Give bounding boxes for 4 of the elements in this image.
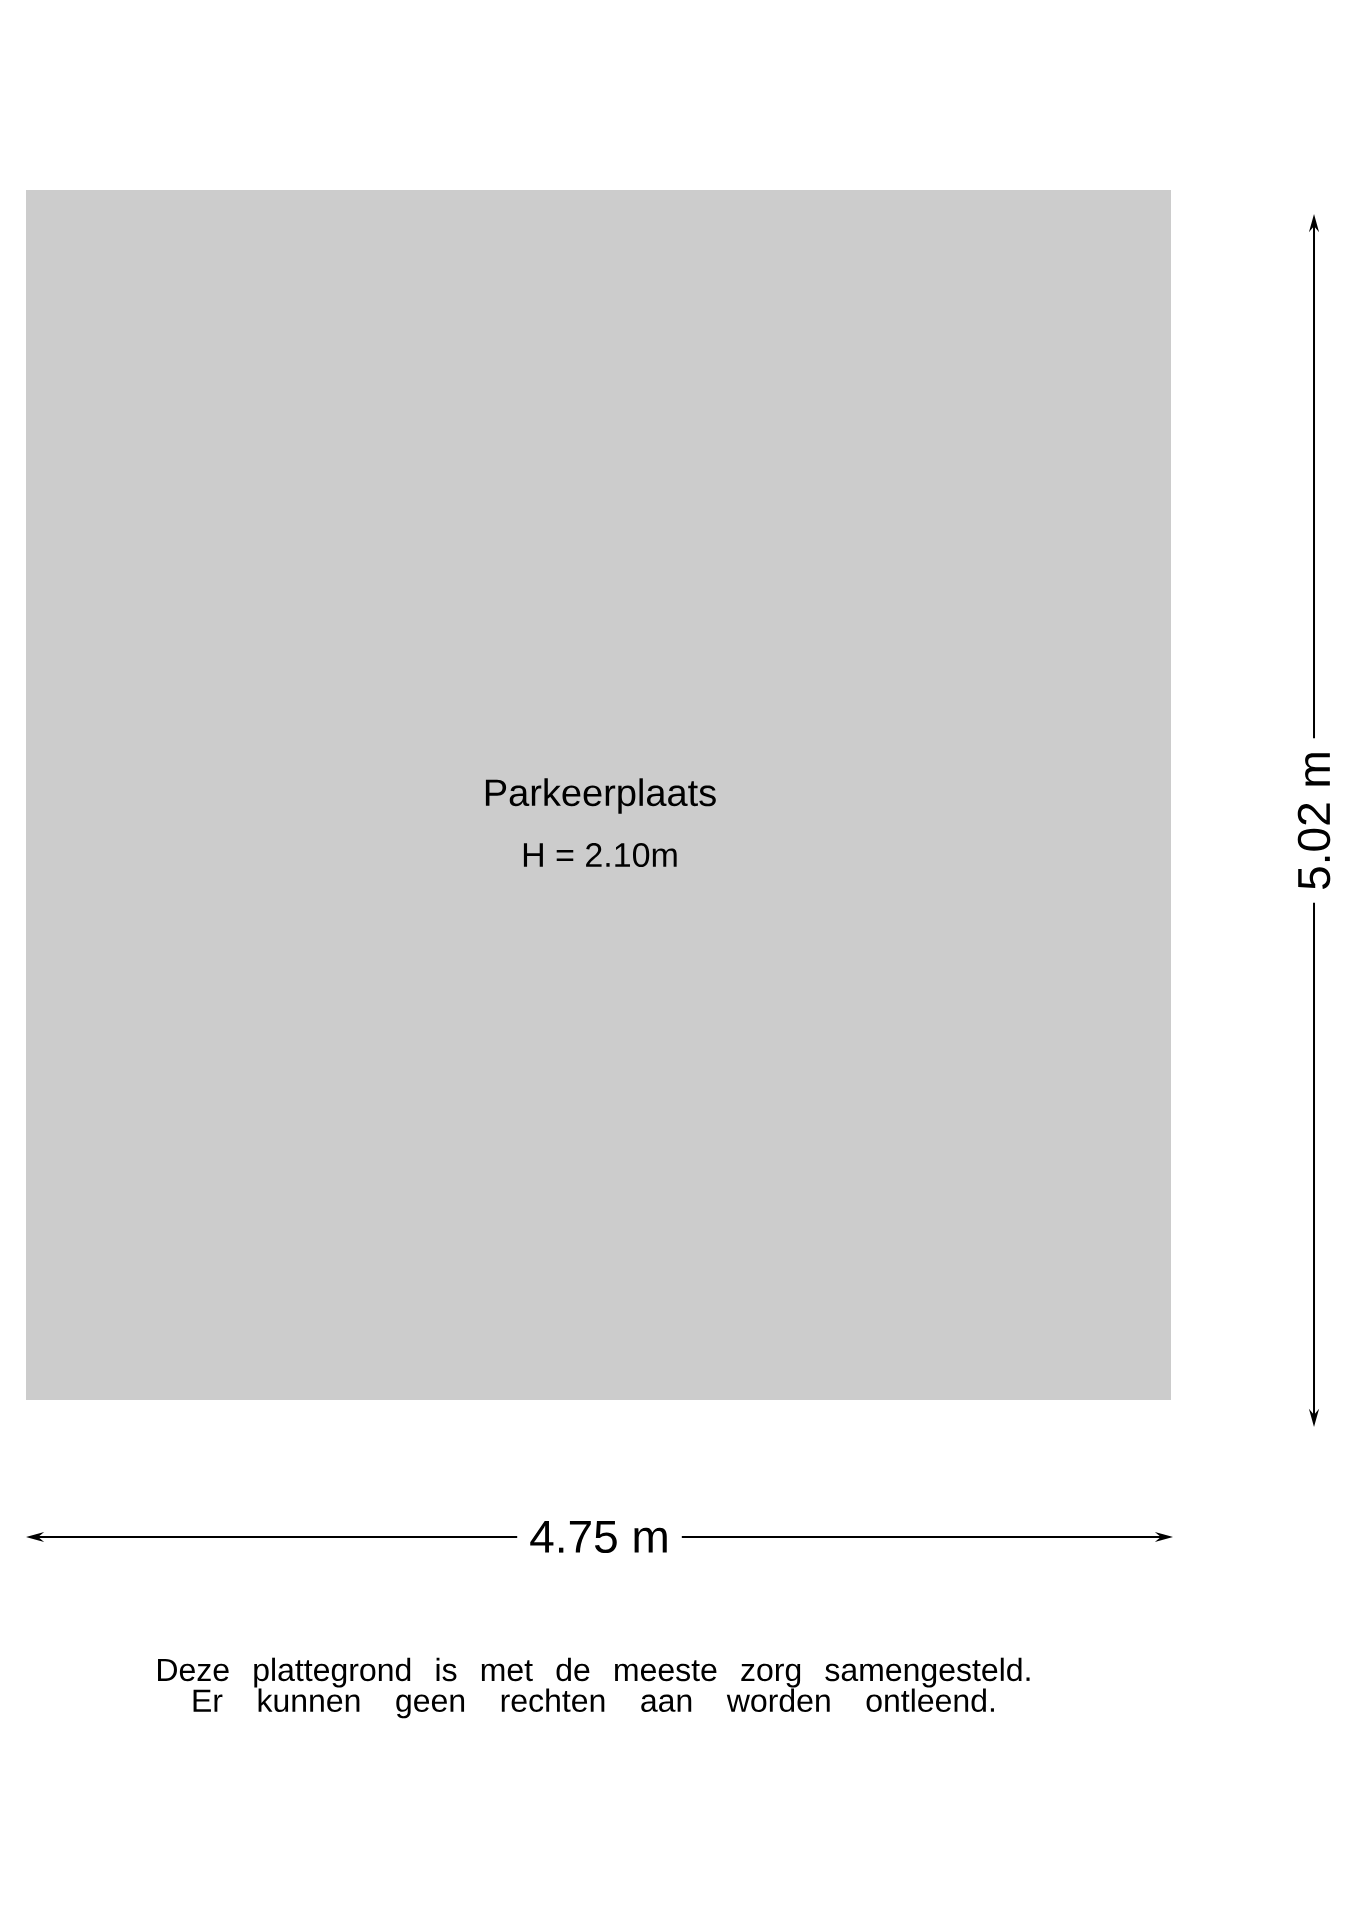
room-label: H = 2.10m [523,842,677,868]
room-label: Parkeerplaats [485,778,716,814]
disclaimer-note: Deze plattegrond is met de meeste zorg samengesteld. Er kunnen geen rechten aan worden ontleend. [158,1657,1030,1719]
parking-area [26,190,1171,1400]
